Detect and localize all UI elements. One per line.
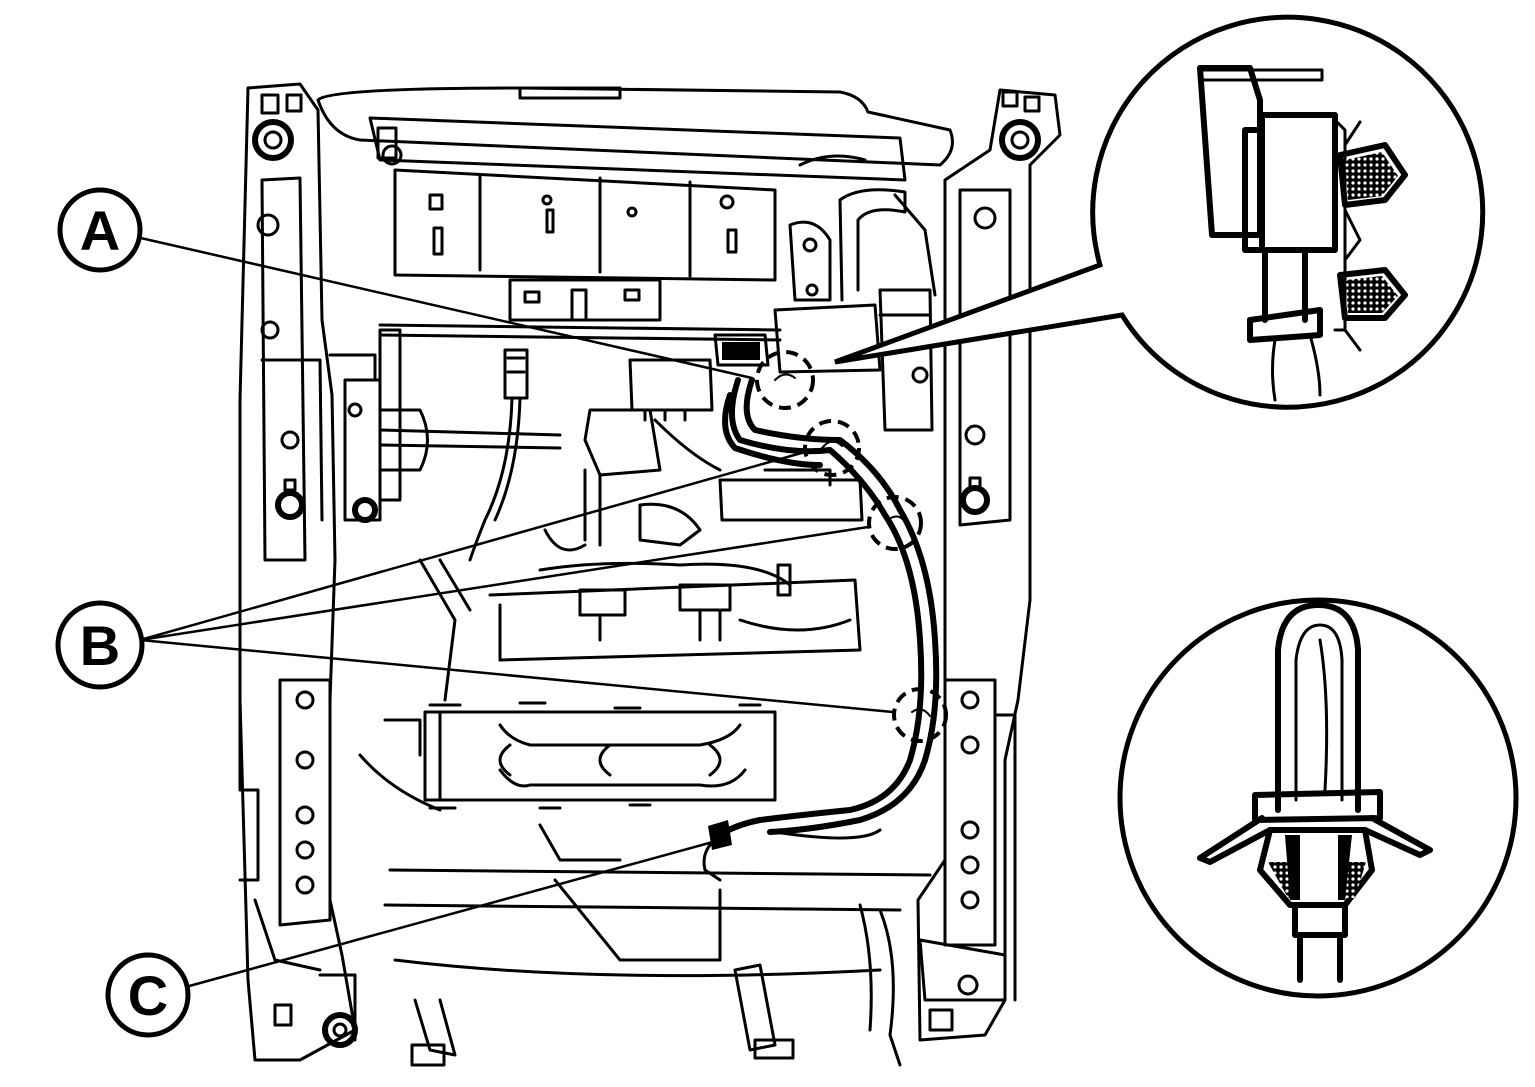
clip-c (708, 820, 732, 850)
left-connector (468, 348, 529, 562)
seat-frame (238, 82, 1062, 1067)
callout-a: A (57, 187, 143, 273)
right-side-rail (916, 88, 1062, 1042)
center-plate (376, 126, 832, 322)
svg-text:C: C (128, 964, 168, 1027)
leader-b3 (139, 638, 894, 714)
detail-view-clip-side (834, 14, 1486, 410)
leader-b1 (139, 450, 806, 642)
left-side-rail (238, 82, 358, 1062)
callout-c: C (105, 952, 191, 1038)
center-module (543, 358, 722, 552)
leader-c (181, 838, 721, 990)
callout-b: B (55, 600, 145, 690)
clip-a-marker (755, 350, 815, 410)
right-connector (713, 288, 934, 432)
svg-text:B: B (80, 614, 120, 677)
svg-text:A: A (80, 199, 120, 262)
clip-b2-marker (867, 495, 923, 551)
clip-b1-marker (803, 419, 861, 477)
leader-b2 (139, 525, 869, 642)
wire-harness (702, 377, 940, 882)
clip-b3-marker (892, 687, 948, 743)
detail-view-clip-section (1117, 597, 1519, 999)
seat-spring-pan (423, 701, 777, 810)
leader-a (131, 234, 753, 380)
leader-lines (131, 234, 894, 990)
